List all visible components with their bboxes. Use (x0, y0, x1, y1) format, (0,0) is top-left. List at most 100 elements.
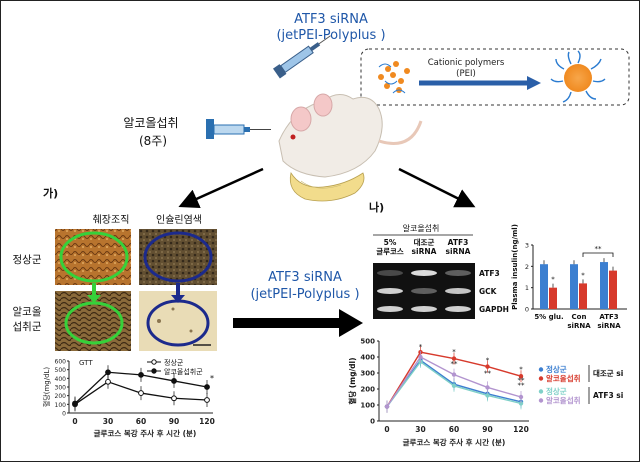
gtt-legend-marker (151, 368, 157, 374)
mid-sirna-line2: (jetPEI-Polyplus ) (250, 287, 359, 302)
row-label-alcohol-l1: 알코올 (13, 306, 42, 318)
glucose-data-point (384, 404, 390, 409)
stain-texture-normal (139, 229, 217, 285)
polyplex-icon (550, 50, 606, 103)
glucose-data-point (518, 374, 524, 379)
panel-na-marker: 나) (369, 200, 384, 214)
glucose-legend-marker (538, 389, 544, 394)
gtt-legend-label: 알코올섭취군 (164, 367, 203, 376)
insulin-bar (579, 283, 587, 309)
insulin-category-label: ATF3 (599, 313, 618, 321)
glucose-y-tick-label: 200 (360, 386, 375, 394)
mid-sirna-line1: ATF3 siRNA (268, 270, 342, 285)
blot-band (411, 270, 437, 276)
pancreas-icon (289, 171, 365, 202)
gtt-data-point (138, 390, 144, 396)
blot-row-label: GAPDH (479, 305, 509, 314)
panel-ga-marker: 가) (43, 186, 58, 200)
cationic-label-line2: (PEI) (456, 69, 476, 79)
gtt-data-point (171, 378, 177, 384)
navy-arrowhead (171, 295, 185, 303)
glucose-x-tick-label: 30 (415, 425, 425, 434)
sirna-label-line1: ATF3 siRNA (294, 12, 368, 27)
stain-circle-normal (143, 231, 213, 283)
gtt-x-tick-label: 120 (199, 417, 215, 426)
glucose-data-point (518, 394, 524, 400)
glucose-significance-star: * (419, 343, 423, 351)
gtt-y-tick-label: 500 (55, 367, 67, 374)
gtt-data-point (72, 400, 78, 407)
glucose-data-point (451, 372, 457, 377)
insulin-bar (570, 264, 578, 309)
insulin-y-tick-label: 1 (525, 284, 529, 292)
green-arrowhead (87, 295, 101, 303)
blot-band (411, 306, 437, 312)
glucose-x-tick-label: 90 (482, 425, 492, 434)
gtt-x-axis-label: 글루코스 복강 주사 후 시간 (분) (94, 428, 197, 438)
glucose-x-tick-label: 60 (449, 425, 459, 434)
insulin-bar (600, 262, 608, 309)
glucose-legend-group-label: 대조군 si (593, 368, 623, 378)
gtt-y-tick-label: 0 (62, 411, 66, 418)
glucose-y-tick-label: 100 (360, 402, 375, 410)
glucose-data-point (485, 393, 490, 398)
glucose-significance-star: ** (451, 360, 459, 368)
insulin-category-label: siRNA (567, 322, 591, 330)
islet-circle-normal (59, 231, 129, 283)
blot-band (445, 270, 471, 276)
glucose-data-point (518, 401, 524, 406)
cationic-label-line1: Cationic polymers (428, 58, 505, 68)
glucose-data-point (485, 364, 490, 369)
insulin-y-tick-label: 2 (525, 263, 529, 271)
blot-band (411, 288, 437, 294)
row-label-alcohol-l2: 섭취군 (13, 321, 42, 333)
glucose-significance-star: ** (484, 369, 492, 377)
insulin-category-label: siRNA (597, 322, 621, 330)
glucose-legend-label: 알코올섭취 (546, 395, 581, 405)
glucose-legend-marker (538, 367, 544, 372)
glucose-y-tick-label: 300 (360, 370, 375, 378)
blot-column-header: ATF3 (448, 238, 469, 247)
glucose-legend-marker (538, 398, 544, 403)
tissue-image-normal (55, 229, 131, 285)
gtt-data-point (105, 378, 111, 385)
gtt-legend-label: 정상군 (164, 358, 184, 367)
glucose-y-axis-label: 혈당 (mg/dl) (347, 357, 357, 404)
glucose-x-axis-label: 글루코스 복강 주사 후 시간 (분) (403, 437, 506, 447)
glucose-significance-star: ** (518, 377, 526, 385)
blot-bands (377, 270, 471, 312)
mouse-icon (278, 93, 423, 178)
glucose-legend-marker (538, 376, 544, 381)
glucose-data-point (485, 385, 490, 390)
gtt-x-tick-label: 60 (136, 417, 146, 426)
mid-arrowhead (339, 309, 363, 337)
glucose-x-tick-label: 0 (384, 425, 389, 434)
blot-column-header: siRNA (412, 247, 437, 256)
col-header-insulin-stain: 인슐린염색 (156, 214, 202, 226)
sirna-label-line2: (jetPEI-Polyplus ) (276, 28, 385, 43)
blot-group-header: 알코올섭취 (403, 223, 440, 233)
gtt-data-point (171, 395, 177, 402)
gtt-data-point (204, 384, 210, 390)
alcohol-label: 알코올섭취 (123, 116, 178, 130)
gtt-significance-star: * (210, 374, 214, 383)
glucose-significance-star: ** (518, 381, 526, 389)
blot-column-header: 5% (384, 238, 397, 247)
insulin-y-axis-label: Plasma insulin(ng/ml) (511, 224, 519, 310)
insulin-category-label: 5% glu. (534, 313, 563, 321)
blot-band (377, 306, 403, 312)
blot-column-header: siRNA (446, 247, 471, 256)
glucose-x-tick-label: 120 (513, 425, 529, 434)
cationic-polymer-box (360, 48, 630, 106)
gtt-x-tick-label: 0 (72, 417, 77, 426)
blot-band (377, 288, 403, 294)
glucose-legend-label: 정상군 (546, 386, 567, 396)
gtt-y-axis-label: 혈당(mg/dL) (42, 367, 51, 408)
gtt-y-tick-label: 200 (55, 393, 67, 400)
gtt-data-point (138, 371, 144, 378)
gtt-y-tick-label: 400 (55, 376, 67, 383)
